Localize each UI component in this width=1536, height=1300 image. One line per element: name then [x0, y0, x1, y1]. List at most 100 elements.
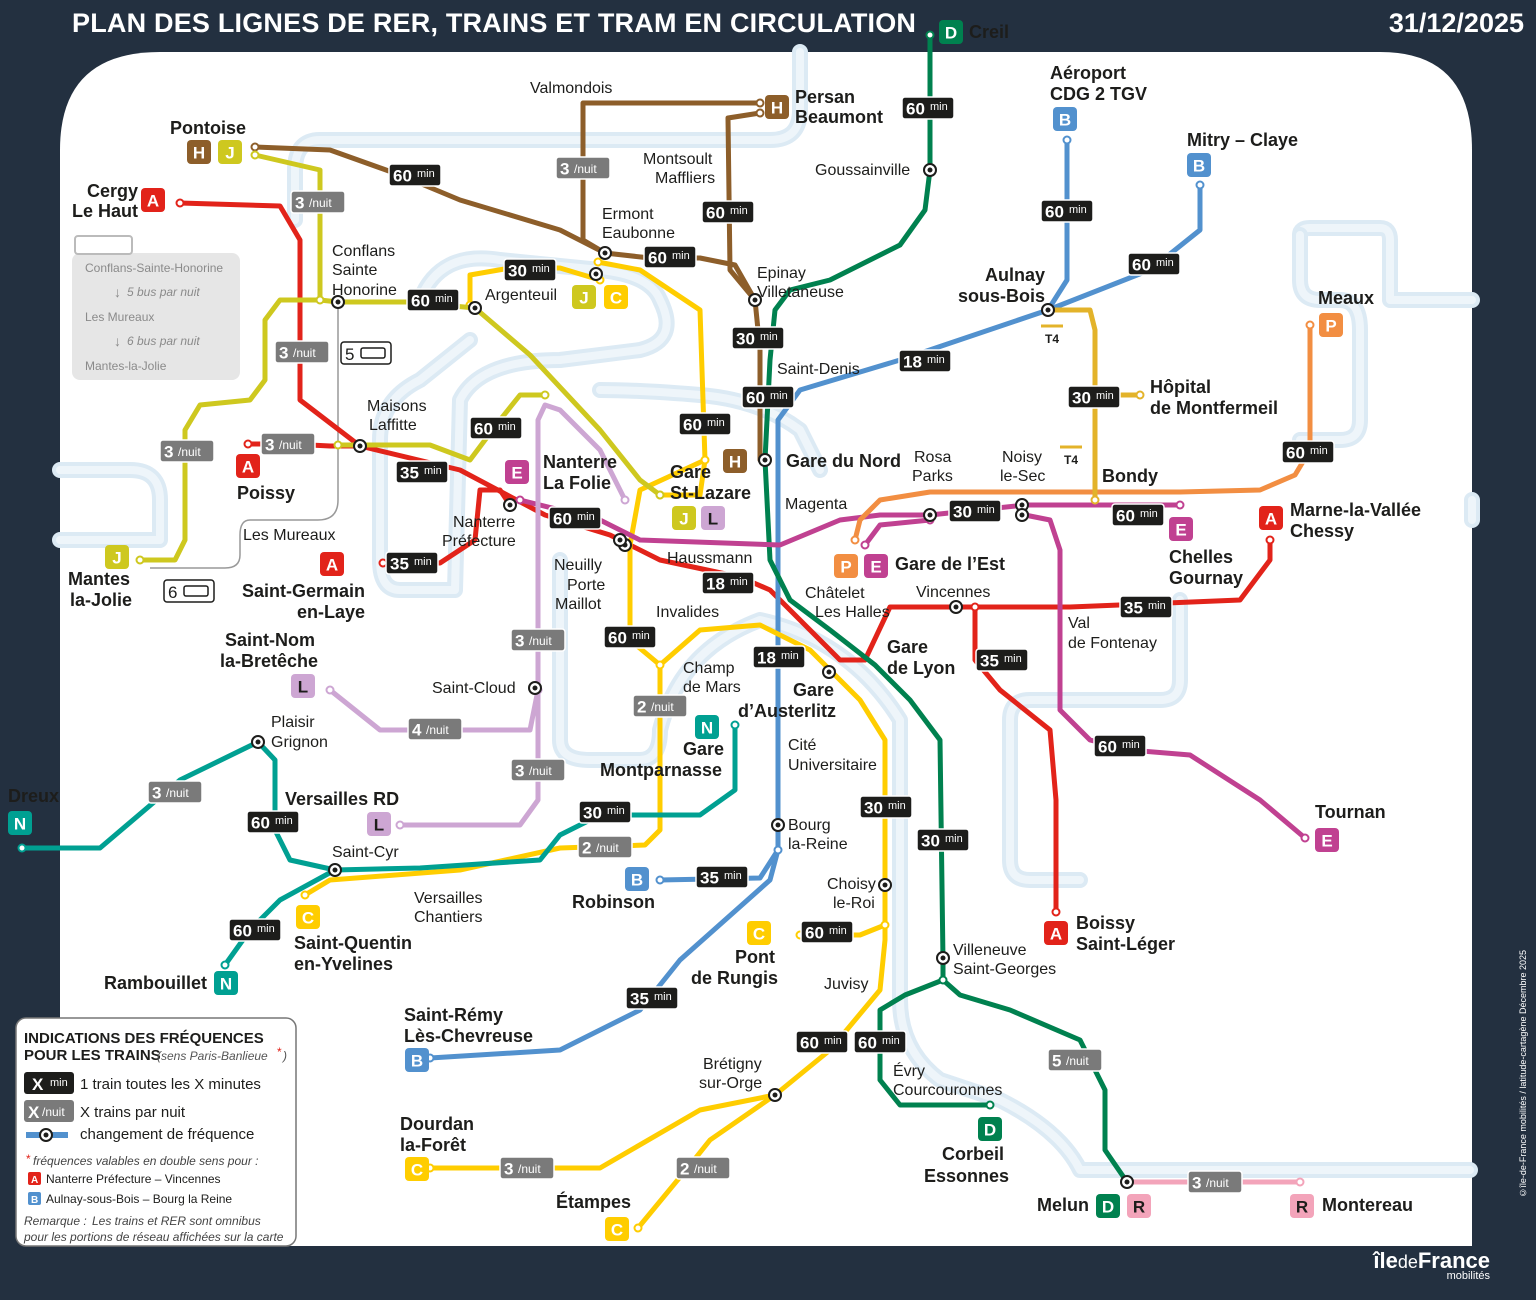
- station-label[interactable]: Gare: [670, 462, 711, 482]
- line-J-badge[interactable]: J: [572, 285, 596, 309]
- station-label[interactable]: Les Halles: [815, 604, 890, 621]
- station-label[interactable]: Versailles: [414, 890, 482, 907]
- station-label[interactable]: Montparnasse: [600, 760, 722, 780]
- line-J-badge[interactable]: J: [105, 545, 129, 569]
- station-label[interactable]: de Fontenay: [1068, 635, 1157, 652]
- line-A-segment[interactable]: [972, 604, 1059, 915]
- station-label[interactable]: Invalides: [656, 604, 719, 621]
- line-C-badge[interactable]: C: [747, 921, 771, 945]
- station-label[interactable]: Cergy: [87, 181, 138, 201]
- station-label[interactable]: Val: [1068, 615, 1090, 632]
- station-label[interactable]: Chantiers: [414, 909, 482, 926]
- station-label[interactable]: sous-Bois: [958, 286, 1045, 306]
- station-label[interactable]: Maillot: [555, 596, 602, 613]
- station-label[interactable]: Mantes: [68, 569, 130, 589]
- line-E-badge[interactable]: E: [864, 554, 888, 578]
- line-C-badge[interactable]: C: [296, 905, 320, 929]
- station-label[interactable]: Porte: [567, 577, 605, 594]
- line-C-segment[interactable]: [627, 457, 888, 1231]
- line-B-badge[interactable]: B: [625, 867, 649, 891]
- station-label[interactable]: la-Reine: [788, 836, 848, 853]
- station-label[interactable]: Courcouronnes: [893, 1082, 1002, 1099]
- station-label[interactable]: Universitaire: [788, 757, 877, 774]
- line-P-badge[interactable]: P: [1319, 313, 1343, 337]
- line-A-badge[interactable]: A: [320, 552, 344, 576]
- station-label[interactable]: Nanterre: [453, 514, 515, 531]
- station-label[interactable]: Brétigny: [703, 1056, 762, 1073]
- station-label[interactable]: Poissy: [237, 483, 295, 503]
- station-label[interactable]: Juvisy: [824, 976, 868, 993]
- station-label[interactable]: la-Forêt: [400, 1135, 466, 1155]
- line-H-badge[interactable]: H: [723, 449, 747, 473]
- station-label[interactable]: Champ: [683, 660, 735, 677]
- station-label[interactable]: Beaumont: [795, 107, 883, 127]
- station-label[interactable]: Nanterre: [543, 452, 617, 472]
- line-B-segment[interactable]: [427, 847, 781, 1061]
- line-E-badge[interactable]: E: [505, 460, 529, 484]
- station-label[interactable]: Robinson: [572, 892, 655, 912]
- station-label[interactable]: Corbeil: [942, 1144, 1004, 1164]
- station-label[interactable]: Cité: [788, 737, 817, 754]
- station-label[interactable]: St-Lazare: [670, 483, 751, 503]
- station-label[interactable]: Montereau: [1322, 1195, 1413, 1215]
- station-label[interactable]: Maisons: [367, 398, 427, 415]
- line-B-segment[interactable]: [1045, 137, 1070, 313]
- station-label[interactable]: Chessy: [1290, 521, 1354, 541]
- station-label[interactable]: Gare: [683, 739, 724, 759]
- station-label[interactable]: Villetaneuse: [757, 284, 844, 301]
- station-label[interactable]: CDG 2 TGV: [1050, 84, 1147, 104]
- line-L-badge[interactable]: L: [701, 506, 725, 530]
- station-label[interactable]: la-Jolie: [70, 590, 132, 610]
- line-N-badge[interactable]: N: [8, 811, 32, 835]
- line-J-badge[interactable]: J: [218, 140, 242, 164]
- station-label[interactable]: Choisy: [827, 876, 876, 893]
- station-label[interactable]: Montsoult: [643, 151, 713, 168]
- station-label[interactable]: Le Haut: [72, 201, 138, 221]
- station-label[interactable]: Saint-Denis: [777, 361, 860, 378]
- line-C-badge[interactable]: C: [605, 1217, 629, 1241]
- line-J-segment[interactable]: [335, 392, 548, 463]
- line-H-badge[interactable]: H: [187, 140, 211, 164]
- line-H-segment[interactable]: [725, 110, 763, 303]
- station-label[interactable]: Magenta: [785, 496, 847, 513]
- station-label[interactable]: Rosa: [914, 449, 951, 466]
- line-N-badge[interactable]: N: [214, 971, 238, 995]
- line-A-badge[interactable]: A: [1044, 921, 1068, 945]
- station-label[interactable]: Saint-Léger: [1076, 934, 1175, 954]
- station-label[interactable]: Honorine: [332, 282, 397, 299]
- station-label[interactable]: le-Sec: [1000, 468, 1045, 485]
- station-label[interactable]: de Montfermeil: [1150, 398, 1278, 418]
- station-label[interactable]: Tournan: [1315, 802, 1386, 822]
- station-label[interactable]: Rambouillet: [104, 973, 207, 993]
- station-label[interactable]: le-Roi: [833, 895, 875, 912]
- line-L-badge[interactable]: L: [291, 674, 315, 698]
- station-label[interactable]: la-Bretêche: [220, 651, 318, 671]
- station-label[interactable]: Eaubonne: [602, 225, 675, 242]
- line-A-badge[interactable]: A: [141, 188, 165, 212]
- station-label[interactable]: Préfecture: [442, 533, 516, 550]
- line-D-segment[interactable]: [940, 977, 1130, 1185]
- station-label[interactable]: Dourdan: [400, 1114, 474, 1134]
- station-label[interactable]: Valmondois: [530, 80, 612, 97]
- station-label[interactable]: Pontoise: [170, 118, 246, 138]
- station-label[interactable]: Parks: [912, 468, 953, 485]
- line-L-badge[interactable]: L: [367, 812, 391, 836]
- line-P-badge[interactable]: P: [834, 554, 858, 578]
- station-label[interactable]: Chelles: [1169, 547, 1233, 567]
- station-label[interactable]: Saint-Quentin: [294, 933, 412, 953]
- station-label[interactable]: Epinay: [757, 265, 806, 282]
- station-label[interactable]: Aulnay: [985, 265, 1045, 285]
- line-R-badge[interactable]: R: [1127, 1194, 1151, 1218]
- station-label[interactable]: en-Yvelines: [294, 954, 393, 974]
- station-label[interactable]: Versailles RD: [285, 789, 399, 809]
- station-label[interactable]: Marne-la-Vallée: [1290, 500, 1421, 520]
- station-label[interactable]: Saint-Georges: [953, 961, 1056, 978]
- line-E-badge[interactable]: E: [1315, 828, 1339, 852]
- station-label[interactable]: Gournay: [1169, 568, 1243, 588]
- station-label[interactable]: Gare du Nord: [786, 451, 901, 471]
- station-label[interactable]: Châtelet: [805, 585, 865, 602]
- line-T4-segment[interactable]: [1045, 307, 1098, 503]
- station-label[interactable]: Gare de l’Est: [895, 554, 1005, 574]
- line-N-badge[interactable]: N: [695, 715, 719, 739]
